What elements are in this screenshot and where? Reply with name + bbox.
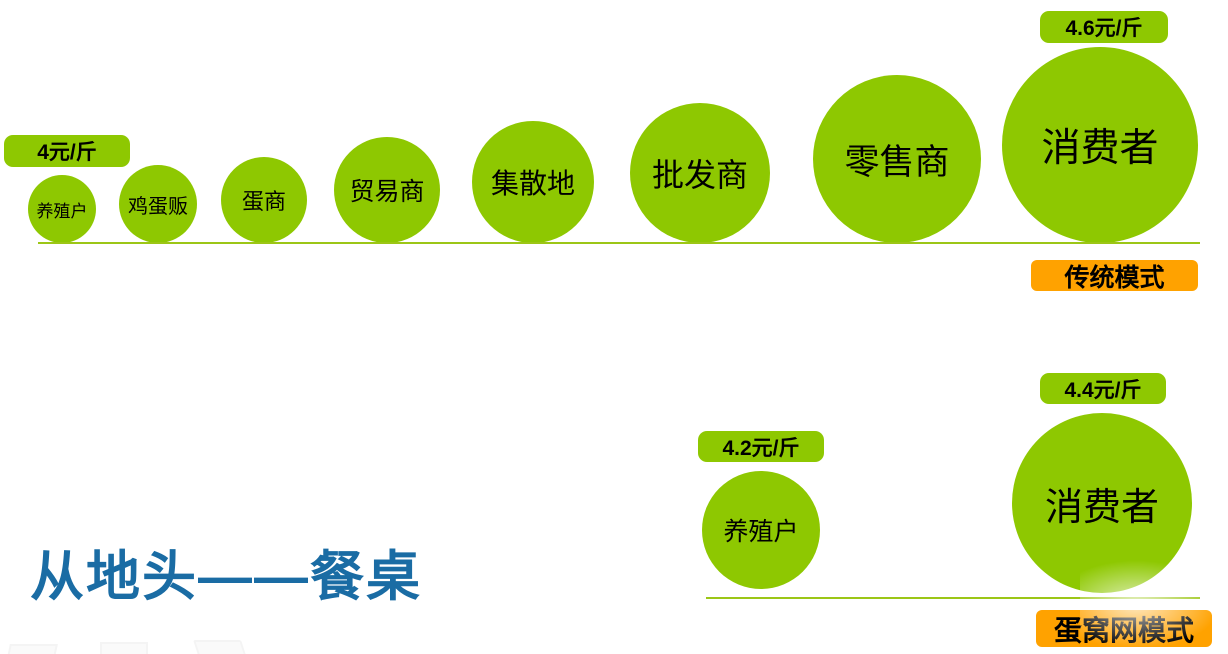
node-farmer-danwo: 养殖户 [702, 471, 820, 589]
node-wholesaler: 批发商 [630, 103, 770, 243]
node-trader: 贸易商 [334, 137, 440, 243]
node-retailer: 零售商 [813, 75, 981, 243]
price-label-danwo-end: 4.4元/斤 [1040, 373, 1166, 404]
node-egg-merchant: 蛋商 [221, 157, 307, 243]
traditional-baseline [38, 242, 1200, 244]
price-label-danwo-start: 4.2元/斤 [698, 431, 824, 462]
price-label-traditional-end: 4.6元/斤 [1040, 11, 1168, 43]
corner-artifact-icon [193, 640, 247, 654]
node-distribution-hub: 集散地 [472, 121, 594, 243]
corner-artifact-icon [100, 642, 148, 654]
node-farmer-traditional: 养殖户 [28, 175, 96, 243]
danwo-baseline [706, 597, 1200, 599]
page-title: 从地头——餐桌 [30, 547, 422, 607]
corner-artifact-icon [6, 644, 58, 654]
node-egg-peddler: 鸡蛋贩 [119, 165, 197, 243]
node-consumer-danwo: 消费者 [1012, 413, 1192, 593]
danwo-model-tag: 蛋窝网模式 [1036, 610, 1212, 647]
traditional-model-tag: 传统模式 [1031, 260, 1198, 292]
price-label-traditional-start: 4元/斤 [4, 135, 130, 167]
node-consumer-traditional: 消费者 [1002, 47, 1198, 243]
